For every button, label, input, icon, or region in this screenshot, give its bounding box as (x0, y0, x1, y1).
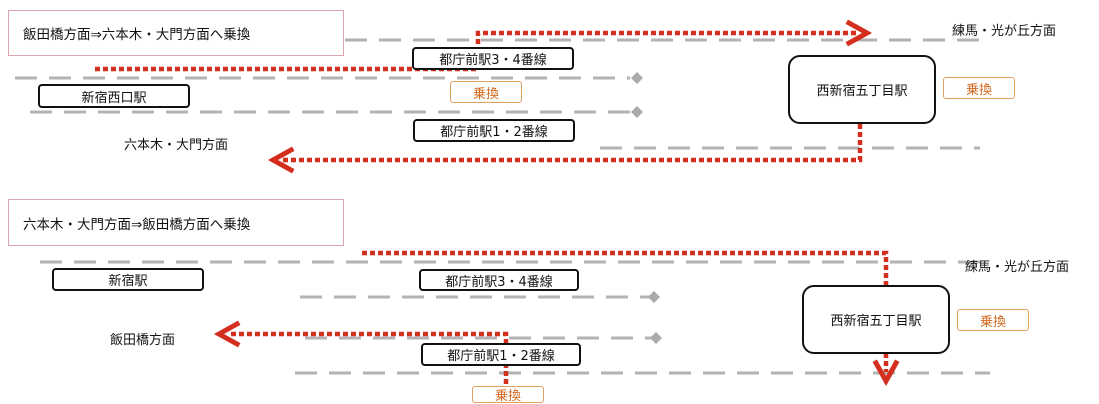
destination-iidabashi: 飯田橋方面 (110, 333, 176, 348)
transfer-badge: 乗換 (957, 309, 1029, 331)
top-route-return (282, 124, 863, 160)
destination-nerima-hikarigaoka: 練馬・光が丘方面 (952, 24, 1057, 39)
transfer-badge: 乗換 (943, 77, 1015, 99)
platform-tochomae-3-4: 都庁前駅3・4番線 (412, 47, 574, 70)
station-nishi-shinjuku-gochome: 西新宿五丁目駅 (788, 55, 936, 124)
station-nishi-shinjuku-gochome: 西新宿五丁目駅 (802, 285, 950, 354)
transfer-badge: 乗換 (450, 81, 522, 103)
track-end-diamond (648, 291, 660, 303)
platform-tochomae-1-2: 都庁前駅1・2番線 (421, 343, 581, 366)
platform-tochomae-3-4: 都庁前駅3・4番線 (419, 269, 579, 291)
track-end-diamond (650, 332, 662, 344)
destination-roppongi-daimon: 六本木・大門方面 (124, 138, 229, 153)
bottom-route-return (228, 334, 509, 384)
top-tracks (15, 38, 990, 150)
transfer-badge: 乗換 (472, 386, 544, 404)
track-end-diamond (631, 106, 643, 118)
bottom-section-title: 六本木・大門方面⇒飯田橋方面へ乗換 (8, 199, 344, 246)
destination-nerima-hikarigaoka: 練馬・光が丘方面 (965, 260, 1070, 275)
station-shinjuku: 新宿駅 (52, 268, 204, 291)
station-shinjuku-nishiguchi: 新宿西口駅 (38, 84, 190, 108)
platform-tochomae-1-2: 都庁前駅1・2番線 (413, 119, 575, 142)
top-section-title: 飯田橋方面⇒六本木・大門方面へ乗換 (8, 10, 344, 56)
track-end-diamond (631, 72, 643, 84)
